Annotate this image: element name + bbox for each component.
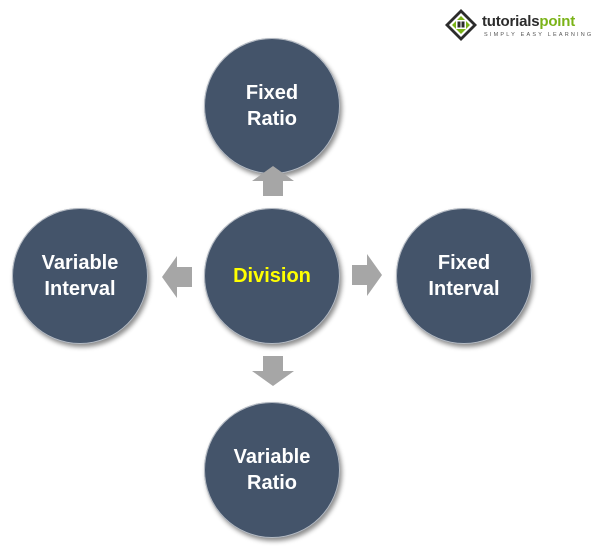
node-fixed-ratio: Fixed Ratio <box>204 38 340 174</box>
logo-brand-main: tutorials <box>482 13 540 30</box>
node-variable-ratio: Variable Ratio <box>204 402 340 538</box>
tutorialspoint-logo-icon <box>445 9 477 41</box>
arrow-right-icon <box>352 254 382 296</box>
node-variable-interval: Variable Interval <box>12 208 148 344</box>
arrow-left-icon <box>162 256 192 298</box>
arrow-up-icon <box>252 166 294 196</box>
node-division: Division <box>204 208 340 344</box>
logo-wordmark: tutorialspoint <box>482 13 575 30</box>
arrow-down-icon <box>252 356 294 386</box>
logo-brand-accent: point <box>539 13 576 30</box>
node-fixed-interval: Fixed Interval <box>396 208 532 344</box>
logo-tagline: SIMPLY EASY LEARNING <box>484 32 594 38</box>
tutorialspoint-logo: tutorialspoint SIMPLY EASY LEARNING <box>444 8 594 44</box>
